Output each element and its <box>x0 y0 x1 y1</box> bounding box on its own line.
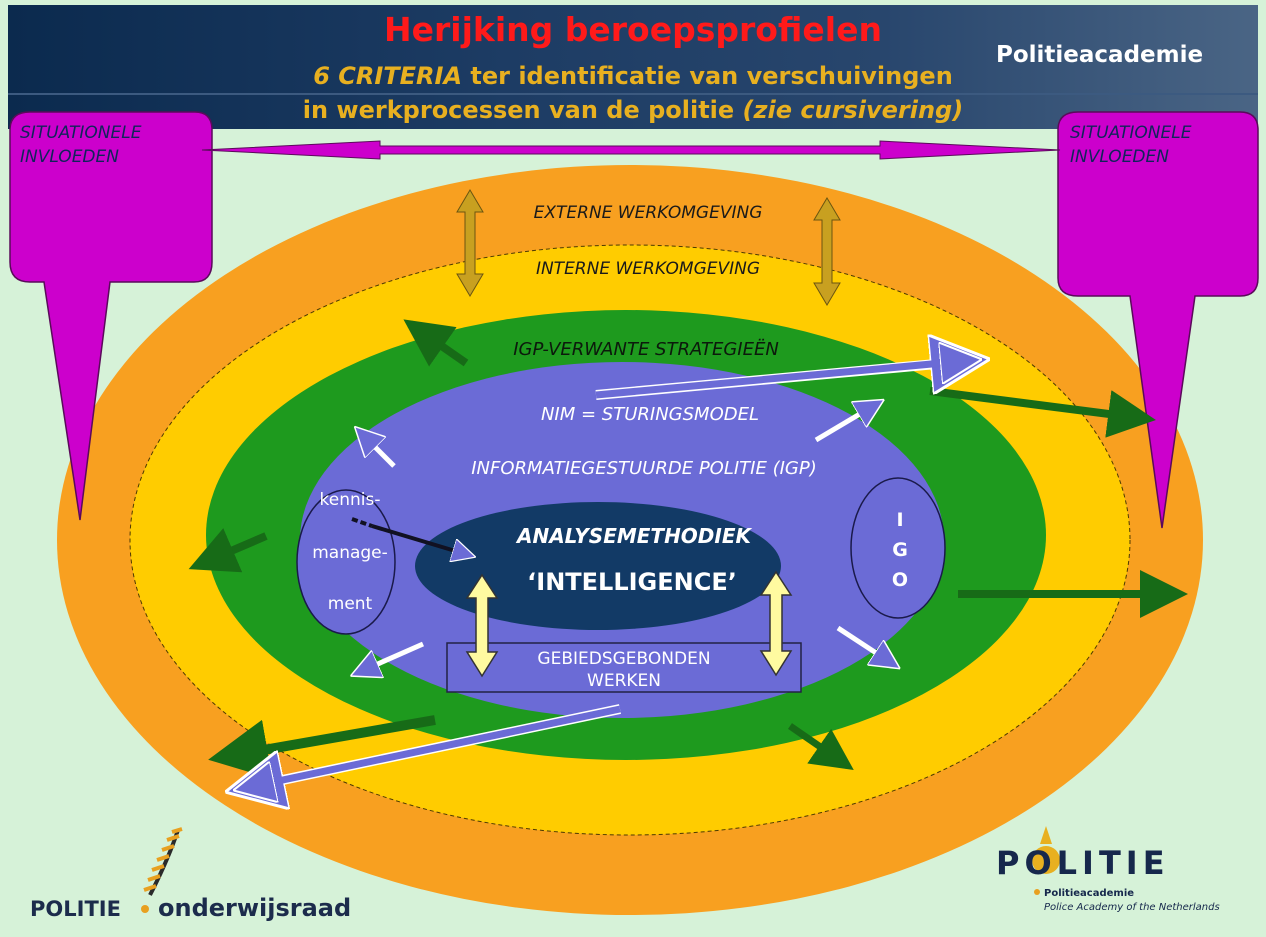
label-gebied-2: WERKEN <box>587 671 661 691</box>
double-arrow-bubbles <box>201 140 1061 160</box>
gebiedsgebonden-box <box>446 642 802 693</box>
subtitle-line-2-emphasis: (zie cursivering) <box>742 96 964 124</box>
purple-arrow-upper-right <box>814 402 880 443</box>
igo-oval <box>850 477 946 619</box>
label-externe: EXTERNE WERKOMGEVING <box>534 203 763 223</box>
footer-left-word1: POLITIE <box>30 897 121 921</box>
left-bubble-label-1: SITUATIONELE <box>20 123 142 143</box>
footer-right-line2: Police Academy of the Netherlands <box>1044 902 1220 913</box>
purple-arrow-upper-left <box>358 430 396 468</box>
green-arrow-to-bottom <box>788 723 854 770</box>
label-igp-strategieen: IGP-VERWANTE STRATEGIEËN <box>513 339 779 360</box>
brand-label: Politieacademie <box>996 42 1204 68</box>
label-kennis-1: kennis- <box>320 490 381 510</box>
right-bubble-label-2: INVLOEDEN <box>1070 147 1169 167</box>
footer-left-dot <box>141 905 149 913</box>
label-igo-2: G <box>892 539 908 561</box>
footer-right-dot <box>1034 889 1040 895</box>
left-bubble-label-2: INVLOEDEN <box>20 147 119 167</box>
label-kennis-2: manage- <box>312 543 388 563</box>
label-igo-3: O <box>892 569 908 591</box>
gold-double-arrow-left <box>456 189 484 297</box>
label-kennis-3: ment <box>328 594 373 614</box>
right-bubble-label-1: SITUATIONELE <box>1070 123 1192 143</box>
purple-arrow-lower-right <box>836 625 896 666</box>
subtitle-line-1-text: ter identificatie van verschuivingen <box>462 62 953 90</box>
label-gebied-1: GEBIEDSGEBONDEN <box>537 649 710 669</box>
subtitle-line-1: 6 CRITERIA ter identificatie van verschu… <box>0 62 1266 90</box>
yellow-double-arrow-left <box>465 573 499 678</box>
onderwijsraad-logo-emblem <box>143 827 183 896</box>
label-igp: INFORMATIEGESTUURDE POLITIE (IGP) <box>471 458 816 479</box>
label-analysemethodiek: ANALYSEMETHODIEK <box>515 524 753 548</box>
label-igo-1: I <box>896 509 903 531</box>
subtitle-line-2: in werkprocessen van de politie (zie cur… <box>0 96 1266 124</box>
left-bubble <box>9 111 213 521</box>
label-intelligence: ‘INTELLIGENCE’ <box>527 568 737 596</box>
footer-left-word2: onderwijsraad <box>158 894 351 922</box>
green-arrow-to-top-left <box>403 319 469 367</box>
politie-logo-emblem <box>1032 826 1060 874</box>
footer-right-line1: Politieacademie <box>1044 888 1134 899</box>
header-banner <box>8 5 1258 129</box>
right-bubble <box>1057 111 1259 529</box>
page-title: Herijking beroepsprofielen <box>384 10 882 49</box>
gold-double-arrow-right <box>813 197 841 306</box>
label-interne: INTERNE WERKOMGEVING <box>536 259 760 279</box>
yellow-double-arrow-right <box>759 570 793 677</box>
purple-arrow-lower-left <box>355 641 425 674</box>
green-arrow-to-right-top <box>929 387 1156 438</box>
footer-right-word: POLITIE <box>996 844 1170 882</box>
subtitle-emphasis: 6 CRITERIA <box>313 62 463 90</box>
purple-arrow-long-bottom-fill <box>240 705 621 789</box>
dark-arrow-kennis <box>351 517 373 528</box>
green-arrow-to-left <box>188 528 268 573</box>
subtitle-line-2-text: in werkprocessen van de politie <box>302 96 743 124</box>
dark-arrow-kennis-main <box>371 524 472 556</box>
analysemethodiek-core <box>415 502 781 630</box>
purple-arrow-long-top-fill <box>595 360 975 399</box>
label-nim: NIM = STURINGSMODEL <box>541 404 759 425</box>
